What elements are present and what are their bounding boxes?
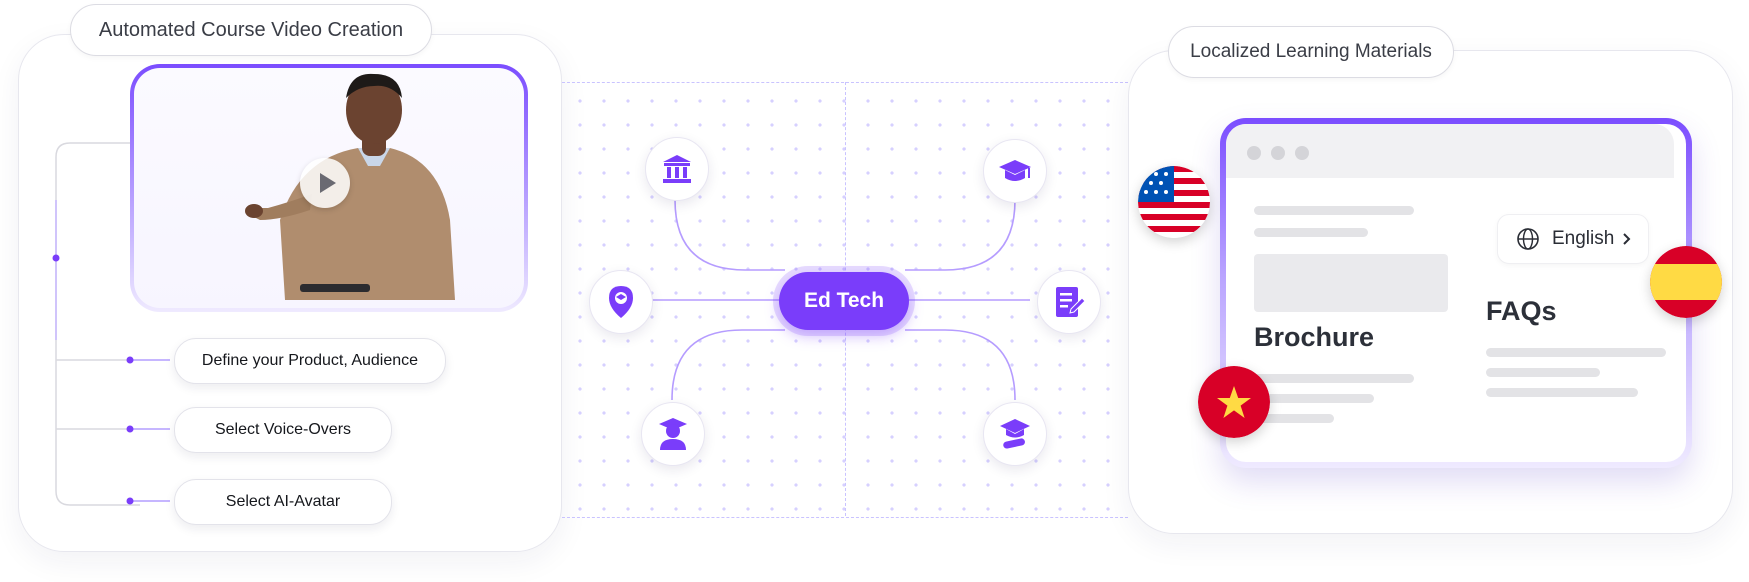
window-dot bbox=[1271, 146, 1285, 160]
chevron-right-icon bbox=[1623, 233, 1631, 245]
faqs-heading: FAQs bbox=[1486, 296, 1557, 326]
location-pin-icon bbox=[609, 286, 633, 318]
document-edit-node[interactable] bbox=[1037, 270, 1101, 334]
spain-flag-icon bbox=[1650, 246, 1722, 318]
student-node[interactable] bbox=[641, 402, 705, 466]
play-icon bbox=[320, 173, 336, 193]
step-define-product[interactable]: Define your Product, Audience bbox=[174, 338, 446, 384]
text-line-placeholder bbox=[1254, 374, 1414, 383]
globe-icon bbox=[1517, 228, 1539, 250]
text-line-placeholder bbox=[1486, 388, 1638, 397]
diploma-node[interactable] bbox=[983, 402, 1047, 466]
text-line-placeholder bbox=[1486, 368, 1600, 377]
graduation-cap-icon bbox=[999, 160, 1031, 181]
institution-icon bbox=[663, 155, 691, 183]
language-selector[interactable]: English bbox=[1497, 214, 1649, 264]
text-line-placeholder bbox=[1254, 414, 1334, 423]
document-edit-icon bbox=[1056, 287, 1086, 317]
steps-connector bbox=[52, 142, 170, 506]
presenter-avatar bbox=[245, 73, 455, 300]
location-node[interactable] bbox=[589, 270, 653, 334]
vietnam-flag-icon bbox=[1198, 366, 1270, 438]
brochure-heading: Brochure bbox=[1254, 322, 1375, 352]
course-video-title: Automated Course Video Creation bbox=[70, 4, 432, 56]
step-select-ai-avatar[interactable]: Select AI-Avatar bbox=[174, 479, 392, 525]
image-placeholder bbox=[1254, 254, 1448, 312]
usa-flag-icon bbox=[1138, 166, 1210, 238]
text-line-placeholder bbox=[1254, 206, 1414, 215]
institution-node[interactable] bbox=[645, 137, 709, 201]
step-select-voice-overs[interactable]: Select Voice-Overs bbox=[174, 407, 392, 453]
ed-tech-hub[interactable]: Ed Tech bbox=[779, 272, 909, 330]
text-line-placeholder bbox=[1254, 394, 1374, 403]
window-titlebar bbox=[1226, 124, 1674, 178]
graduation-cap-node[interactable] bbox=[983, 139, 1047, 203]
play-button[interactable] bbox=[300, 158, 350, 208]
text-line-placeholder bbox=[1486, 348, 1666, 357]
localized-materials-title: Localized Learning Materials bbox=[1168, 26, 1454, 78]
language-label: English bbox=[1552, 228, 1615, 249]
window-dot bbox=[1247, 146, 1261, 160]
text-line-placeholder bbox=[1254, 228, 1368, 237]
window-dot bbox=[1295, 146, 1309, 160]
student-icon bbox=[659, 418, 687, 450]
diploma-icon bbox=[1000, 419, 1030, 449]
